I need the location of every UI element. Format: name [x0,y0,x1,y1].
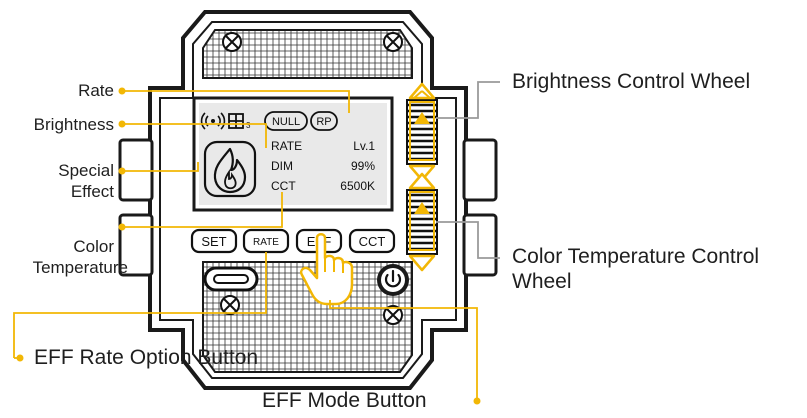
screw-icon [383,32,403,52]
lcd-row-value-dim: 99% [351,159,375,173]
lcd-row-value-cct: 6500K [340,179,375,193]
callout-eff-mode-button: EFF Mode Button [262,389,427,412]
lcd-row-label-dim: DIM [271,159,293,173]
rp-badge: RP [316,116,331,128]
lcd-row-value-rate: Lv.1 [353,139,375,153]
callout-colortemp-line1: Color [73,237,114,256]
brightness-control-wheel[interactable] [406,82,438,182]
set-button[interactable]: SET [190,228,238,254]
callout-dots [16,87,481,405]
null-badge: NULL [272,116,300,128]
lcd-row-label-rate: RATE [271,139,302,153]
lcd-screen: 3 NULL RP RATE Lv.1 DIM 99% CCT 6500K [192,96,394,212]
power-icon [384,269,402,288]
cct-button[interactable]: CCT [348,228,396,254]
screw-icon [220,295,240,315]
callout-brightness-wheel: Brightness Control Wheel [512,70,751,93]
power-button[interactable] [377,264,409,296]
rate-button-label: RATE [253,237,279,248]
callout-brightness: Brightness [33,115,114,134]
screw-icon [222,32,242,52]
eff-rate-option-button[interactable]: RATE [242,228,290,254]
callout-rate: Rate [78,81,114,100]
cct-button-label: CCT [359,234,386,249]
lcd-row-label-cct: CCT [271,179,296,193]
callout-special-line1: Special [58,161,114,180]
callout-special-line2: Effect [70,182,114,201]
callout-lines [13,90,478,401]
callout-cct-wheel-line2: Wheel [512,270,572,293]
hand-pointer-icon [300,233,354,306]
callout-eff-rate-button: EFF Rate Option Button [34,346,259,369]
grid-icon [228,113,244,129]
grid-sub: 3 [246,121,251,130]
screw-icon [383,305,403,325]
set-button-label: SET [201,234,226,249]
color-temperature-control-wheel[interactable] [406,172,438,272]
gray-leader-lines [436,81,500,259]
callout-cct-wheel-line1: Color Temperature Control [512,245,760,268]
flame-icon [203,140,257,198]
signal-icon [200,112,226,130]
callout-colortemp-line2: Temperature [32,258,128,277]
